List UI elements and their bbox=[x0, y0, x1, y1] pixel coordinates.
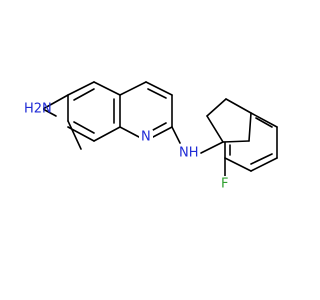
bond bbox=[250, 157, 278, 172]
bridge-nitrogen-label: NH bbox=[179, 146, 199, 161]
amine-label: H2N bbox=[24, 102, 52, 117]
atom-labels: H2N N NH F bbox=[23, 101, 231, 192]
bond bbox=[42, 94, 69, 110]
bond bbox=[67, 126, 95, 142]
bond bbox=[147, 88, 167, 99]
bond bbox=[206, 115, 224, 143]
atom-label-bg bbox=[23, 101, 43, 117]
bond bbox=[206, 98, 227, 117]
bond bbox=[152, 126, 173, 138]
bond bbox=[248, 112, 252, 142]
bond bbox=[73, 121, 95, 134]
bond bbox=[225, 98, 252, 114]
atom-label-bg bbox=[178, 145, 200, 161]
bond bbox=[222, 140, 250, 143]
bond bbox=[152, 122, 167, 131]
bond bbox=[67, 120, 82, 150]
bond bbox=[67, 81, 95, 96]
bond bbox=[224, 157, 252, 172]
atom-label-bg bbox=[139, 129, 153, 145]
atom-label-bg bbox=[219, 176, 231, 192]
bond bbox=[93, 81, 121, 96]
quinoline-nitrogen-label: N bbox=[141, 130, 151, 145]
fluorine-label: F bbox=[221, 177, 228, 192]
bond bbox=[73, 88, 95, 101]
bond bbox=[93, 126, 121, 142]
molecule-diagram: H2N N NH F bbox=[23, 81, 278, 192]
bond bbox=[250, 153, 273, 165]
bond bbox=[145, 81, 173, 96]
bond bbox=[42, 108, 57, 117]
bonds bbox=[42, 81, 278, 177]
bond bbox=[200, 141, 224, 154]
bond bbox=[250, 112, 278, 128]
bond bbox=[171, 126, 181, 144]
bond bbox=[255, 117, 273, 128]
bond bbox=[119, 81, 147, 96]
bond bbox=[119, 126, 140, 138]
